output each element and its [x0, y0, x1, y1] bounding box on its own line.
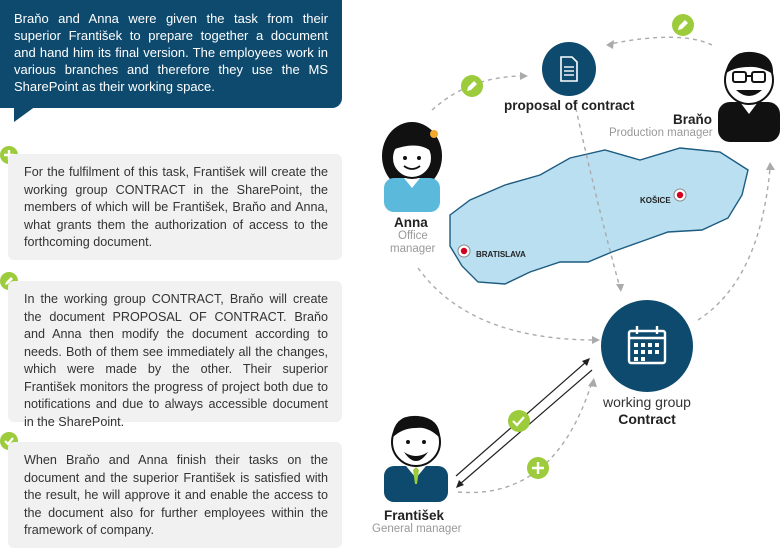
anna-name: Anna: [394, 215, 428, 230]
anna-avatar: [382, 122, 442, 212]
anna-role-line2: manager: [390, 243, 436, 255]
city-label-kosice: KOŠICE: [640, 196, 671, 205]
intro-bubble: Braňo and Anna were given the task from …: [0, 0, 342, 122]
document-icon: [542, 42, 596, 96]
step-text: For the fulfilment of this task, Františ…: [24, 165, 328, 249]
step-box-create-group: For the fulfilment of this task, Františ…: [8, 154, 342, 260]
bratislava-marker: [457, 244, 471, 258]
intro-text: Braňo and Anna were given the task from …: [14, 11, 328, 94]
arrow-brano-to-proposal: [609, 36, 713, 46]
group-label-line1: working group: [603, 394, 691, 410]
pencil-badge-brano: [672, 14, 694, 36]
step-text: When Braňo and Anna finish their tasks o…: [24, 453, 328, 537]
plus-badge-frantisek: [527, 457, 549, 479]
step-box-create-document: In the working group CONTRACT, Braňo wil…: [8, 281, 342, 429]
city-label-bratislava: BRATISLAVA: [476, 250, 526, 259]
anna-role-line1: Office: [398, 230, 428, 242]
frantisek-name: František: [384, 508, 445, 523]
brano-name: Braňo: [673, 112, 713, 127]
step-text: In the working group CONTRACT, Braňo wil…: [24, 292, 328, 429]
step-box-approve: When Braňo and Anna finish their tasks o…: [8, 442, 342, 548]
bubble-tail: [14, 106, 36, 122]
arrow-group-to-brano: [697, 167, 771, 321]
arrow-anna-to-group: [417, 267, 597, 341]
pencil-badge-anna: [461, 75, 483, 97]
proposal-label: proposal of contract: [504, 98, 635, 113]
frantisek-avatar: [384, 415, 448, 502]
group-label-line2: Contract: [618, 411, 676, 427]
check-badge-frantisek: [508, 410, 530, 432]
brano-avatar: [718, 51, 780, 142]
kosice-marker: [673, 188, 687, 202]
arrow-frantisek-to-group: [457, 381, 593, 494]
brano-role: Production manager: [609, 127, 713, 139]
frantisek-role: General manager: [372, 523, 462, 535]
calendar-icon: [601, 300, 693, 392]
slovakia-map: [449, 147, 749, 285]
